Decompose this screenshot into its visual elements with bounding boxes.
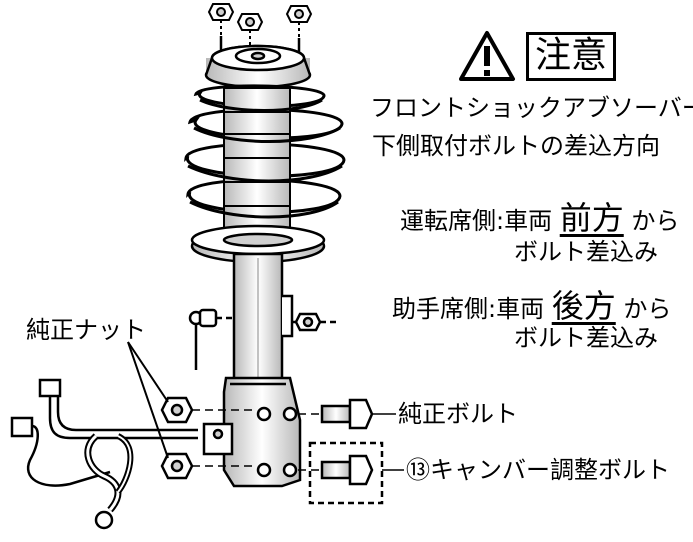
oem-nut-leaders	[127, 341, 169, 459]
driver-side-line-1: 運転席側:車両 前方 から	[400, 202, 679, 234]
caution-label: 注意	[526, 31, 617, 81]
driver-side-colon: :	[496, 207, 505, 235]
heading-line-1: フロントショックアブソーバー	[370, 94, 693, 122]
top-nut	[207, 3, 235, 36]
passenger-side-line-1: 助手席側:車両 後方 から	[392, 290, 671, 322]
passenger-side-prefix: 車両	[496, 295, 545, 323]
driver-side-label: 運転席側	[400, 207, 496, 235]
nut-lower	[160, 452, 194, 480]
lower-spring-seat	[190, 224, 326, 264]
top-mount-nuts	[207, 3, 313, 46]
stabilizer-link	[188, 308, 336, 370]
upper-mount	[204, 36, 312, 89]
passenger-side-colon: :	[488, 295, 497, 323]
passenger-side-suffix: から	[623, 295, 672, 323]
oem-bolt	[320, 398, 396, 430]
driver-side-direction: 前方	[559, 199, 624, 237]
passenger-side-line-2: ボルト差込み	[514, 324, 658, 352]
driver-side-suffix: から	[631, 207, 680, 235]
oem-nuts	[160, 396, 194, 480]
oem-bolt-label: 純正ボルト	[398, 400, 518, 428]
coil-spring-front	[187, 98, 343, 219]
top-nut	[236, 13, 264, 46]
warning-triangle-icon	[459, 31, 515, 81]
driver-side-prefix: 車両	[504, 207, 553, 235]
caution-header: 注意	[458, 28, 617, 84]
camber-bolt	[308, 441, 404, 505]
knuckle-bracket	[202, 376, 302, 488]
bolt-axis-lines	[192, 409, 322, 471]
passenger-side-label: 助手席側	[392, 295, 488, 323]
top-nut	[285, 5, 313, 38]
nut-upper	[160, 396, 194, 424]
passenger-side-direction: 後方	[551, 287, 616, 325]
strut-tube	[232, 252, 294, 386]
driver-side-line-2: ボルト差込み	[514, 238, 658, 266]
brake-hose	[10, 378, 198, 530]
oem-nut-label: 純正ナット	[26, 316, 146, 344]
heading-line-2: 下側取付ボルトの差込方向	[372, 132, 660, 160]
camber-bolt-label: ⑬キャンバー調整ボルト	[406, 456, 670, 484]
